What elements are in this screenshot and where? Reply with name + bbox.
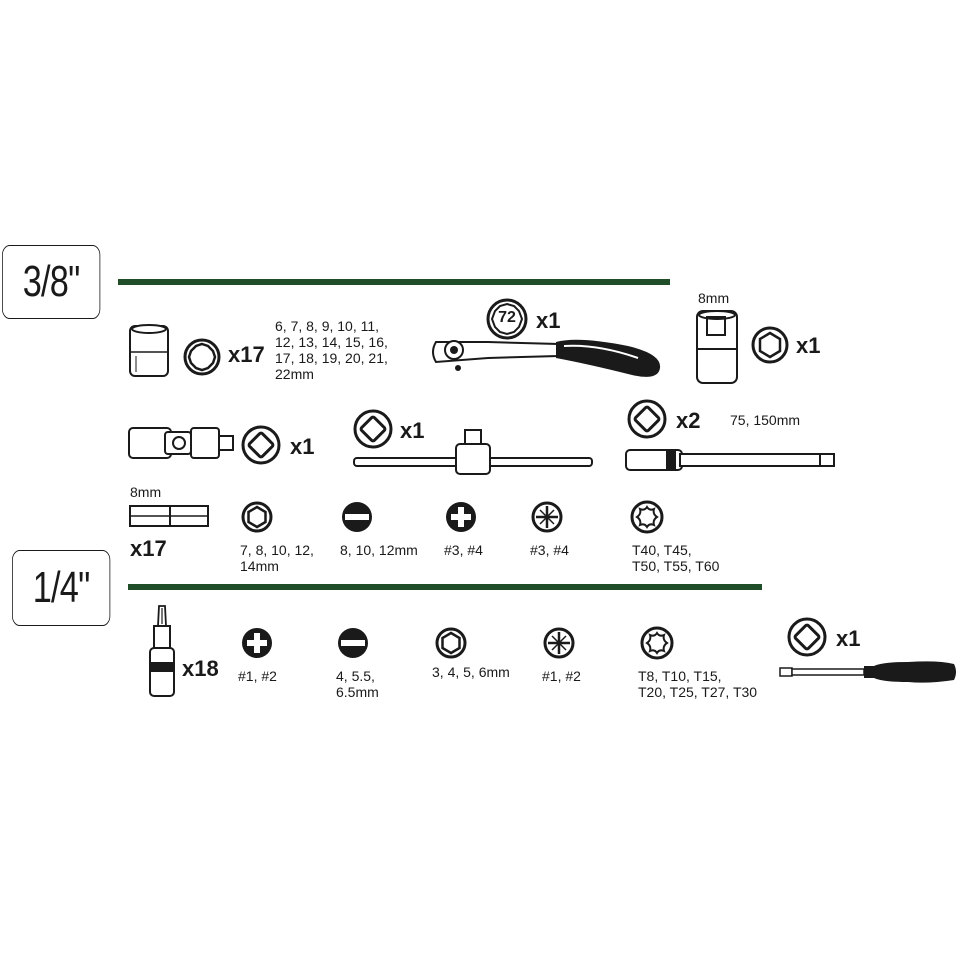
phillips-bits-line1: #3, #4 bbox=[444, 542, 483, 558]
quarter-hex-line1: 3, 4, 5, 6mm bbox=[432, 664, 510, 680]
torx-icon bbox=[630, 500, 664, 534]
square-drive-icon bbox=[241, 425, 281, 465]
quarter-slotted-line2: 6.5mm bbox=[336, 684, 379, 700]
socket-icon bbox=[129, 324, 169, 377]
hexagon-icon-bit bbox=[241, 501, 273, 533]
section-label-3-8: 3/8" bbox=[2, 245, 101, 319]
twelve-point-icon bbox=[183, 338, 221, 376]
slotted-icon bbox=[342, 502, 372, 532]
pozidriv-icon-quarter bbox=[543, 627, 575, 659]
phillips-icon-quarter bbox=[242, 628, 272, 658]
ratchet-badge-text: 72 bbox=[498, 309, 516, 326]
quarter-torx-line2: T20, T25, T27, T30 bbox=[638, 684, 758, 700]
section-rule-1-4 bbox=[128, 584, 762, 590]
ratchet-icon bbox=[432, 339, 661, 377]
sockets-qty: x17 bbox=[228, 342, 265, 367]
quarter-bits-qty: x18 bbox=[182, 656, 219, 681]
square-drive-icon-ext bbox=[627, 399, 667, 439]
tbar-qty: x1 bbox=[400, 418, 425, 443]
hex-bits-line1: 7, 8, 10, 12, bbox=[240, 542, 314, 558]
quarter-slotted-line1: 4, 5.5, bbox=[336, 668, 375, 684]
ratchet-badge-icon bbox=[486, 298, 528, 340]
screwdriver-qty: x1 bbox=[836, 626, 861, 651]
universal-joint-icon bbox=[128, 427, 234, 459]
square-drive-icon-screwdriver bbox=[787, 617, 827, 657]
extensions-qty: x2 bbox=[676, 408, 701, 433]
t-bar-icon bbox=[353, 429, 593, 475]
section-label-3-8-text: 3/8" bbox=[22, 257, 81, 306]
adapter-size: 8mm bbox=[698, 290, 730, 306]
adapter-qty: x1 bbox=[796, 333, 821, 358]
section-rule-3-8 bbox=[118, 279, 670, 285]
screwdriver-icon bbox=[779, 661, 956, 683]
section-label-1-4: 1/4" bbox=[12, 550, 111, 626]
hex-bit-icon bbox=[129, 505, 209, 527]
hex-bits-line2: 14mm bbox=[240, 558, 279, 574]
sockets-sizes-line4: 22mm bbox=[275, 366, 314, 382]
bits-size: 8mm bbox=[130, 484, 162, 500]
sockets-sizes-line3: 17, 18, 19, 20, 21, bbox=[275, 350, 388, 366]
adapter-icon bbox=[696, 310, 738, 384]
square-drive-icon-tbar bbox=[353, 409, 393, 449]
quarter-torx-line1: T8, T10, T15, bbox=[638, 668, 722, 684]
bit-holder-icon bbox=[149, 605, 175, 697]
phillips-icon bbox=[446, 502, 476, 532]
hexagon-icon-quarter bbox=[435, 627, 467, 659]
slotted-bits-line1: 8, 10, 12mm bbox=[340, 542, 418, 558]
quarter-pozidriv-line1: #1, #2 bbox=[542, 668, 581, 684]
ratchet-qty: x1 bbox=[536, 308, 561, 333]
hexagon-icon bbox=[751, 326, 789, 364]
sockets-sizes-line1: 6, 7, 8, 9, 10, 11, bbox=[275, 318, 380, 334]
section-label-1-4-text: 1/4" bbox=[32, 563, 91, 612]
extension-bar-icon bbox=[625, 449, 835, 471]
slotted-icon-quarter bbox=[338, 628, 368, 658]
ujoint-qty: x1 bbox=[290, 434, 315, 459]
torx-icon-quarter bbox=[640, 626, 674, 660]
extensions-sizes: 75, 150mm bbox=[730, 412, 801, 428]
bits-qty: x17 bbox=[130, 536, 167, 561]
quarter-phillips-line1: #1, #2 bbox=[238, 668, 277, 684]
torx-bits-line2: T50, T55, T60 bbox=[632, 558, 720, 574]
pozidriv-icon bbox=[531, 501, 563, 533]
torx-bits-line1: T40, T45, bbox=[632, 542, 692, 558]
pozidriv-bits-line1: #3, #4 bbox=[530, 542, 569, 558]
sockets-sizes-line2: 12, 13, 14, 15, 16, bbox=[275, 334, 388, 350]
